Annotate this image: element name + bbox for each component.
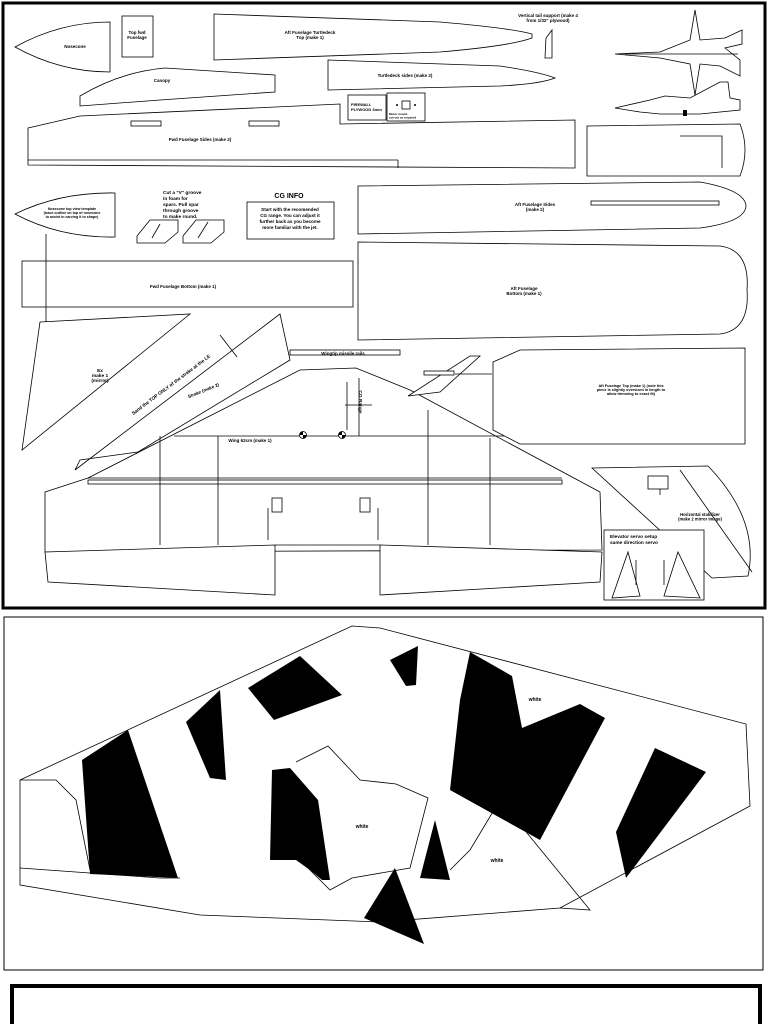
aft-fuselage-sides-part (357, 181, 747, 235)
firewall-template-part (386, 92, 426, 122)
sheet3-border (10, 984, 762, 1024)
lerx-left-part (21, 313, 192, 451)
camo-label-3: white (490, 858, 504, 864)
motor-mount-cutout (401, 100, 411, 110)
nosecone-part (14, 21, 111, 73)
nosecone-template-part (14, 192, 116, 238)
horizontal-stab-part (590, 465, 751, 579)
wing-part (44, 367, 603, 596)
cg-info-title: CG INFO (274, 193, 304, 200)
canopy-part (79, 67, 276, 107)
wing-label: Wing 62cm (make 1) (228, 438, 272, 443)
strake-part (74, 313, 291, 471)
fwd-fuselage-sides-part (27, 103, 576, 169)
fwd-fuselage-sides-label: Fwd Fuselage Sides (make 2) (169, 137, 232, 142)
canopy-label: Canopy (154, 78, 171, 83)
cg-info-box (246, 201, 335, 240)
v-groove-sketch-2 (182, 219, 225, 244)
nosecone-template-label: Nosecone top view template(trace outline… (44, 207, 101, 219)
firewall-part (347, 94, 387, 121)
missile-sketch-part (407, 355, 482, 397)
nosecone-label: Nosecone (64, 44, 86, 49)
v-groove-sketch-1 (136, 219, 179, 244)
turtledeck-sides-label: Turtledeck sides (make 2) (378, 73, 433, 78)
fwd-fuselage-bottom-label: Fwd Fuselage Bottom (make 1) (150, 284, 217, 289)
camo-sheet (3, 616, 764, 971)
camo-label-4: white (528, 697, 542, 703)
top-fwd-fuselage-part (121, 15, 154, 58)
missile-rails-part (289, 349, 401, 356)
cg-range-label: CG Range (357, 390, 363, 414)
aft-fuselage-top-part (492, 347, 746, 445)
vertical-tail-support-part (544, 28, 553, 59)
camo-label-2: white (355, 824, 369, 830)
aircraft-top-view (614, 9, 743, 96)
cg-markers (299, 382, 372, 439)
turtledeck-sides-part (327, 59, 557, 91)
aft-fuselage-sides-label: Aft Fuselage Sides(make 2) (515, 202, 556, 212)
camo-label-1: white (88, 828, 102, 834)
aft-fuselage-bottom-part (357, 241, 748, 341)
horizontal-stab-label: Horizontal stabilizer(make 2 mirror imag… (678, 512, 722, 522)
missile-rails-label: Wingtip missile rails (321, 351, 365, 356)
fwd-fuselage-bottom-part (21, 260, 354, 308)
aft-turtledeck-part (213, 13, 533, 61)
aft-fuselage-side-small-part (586, 123, 746, 177)
aircraft-side-view (614, 81, 741, 116)
